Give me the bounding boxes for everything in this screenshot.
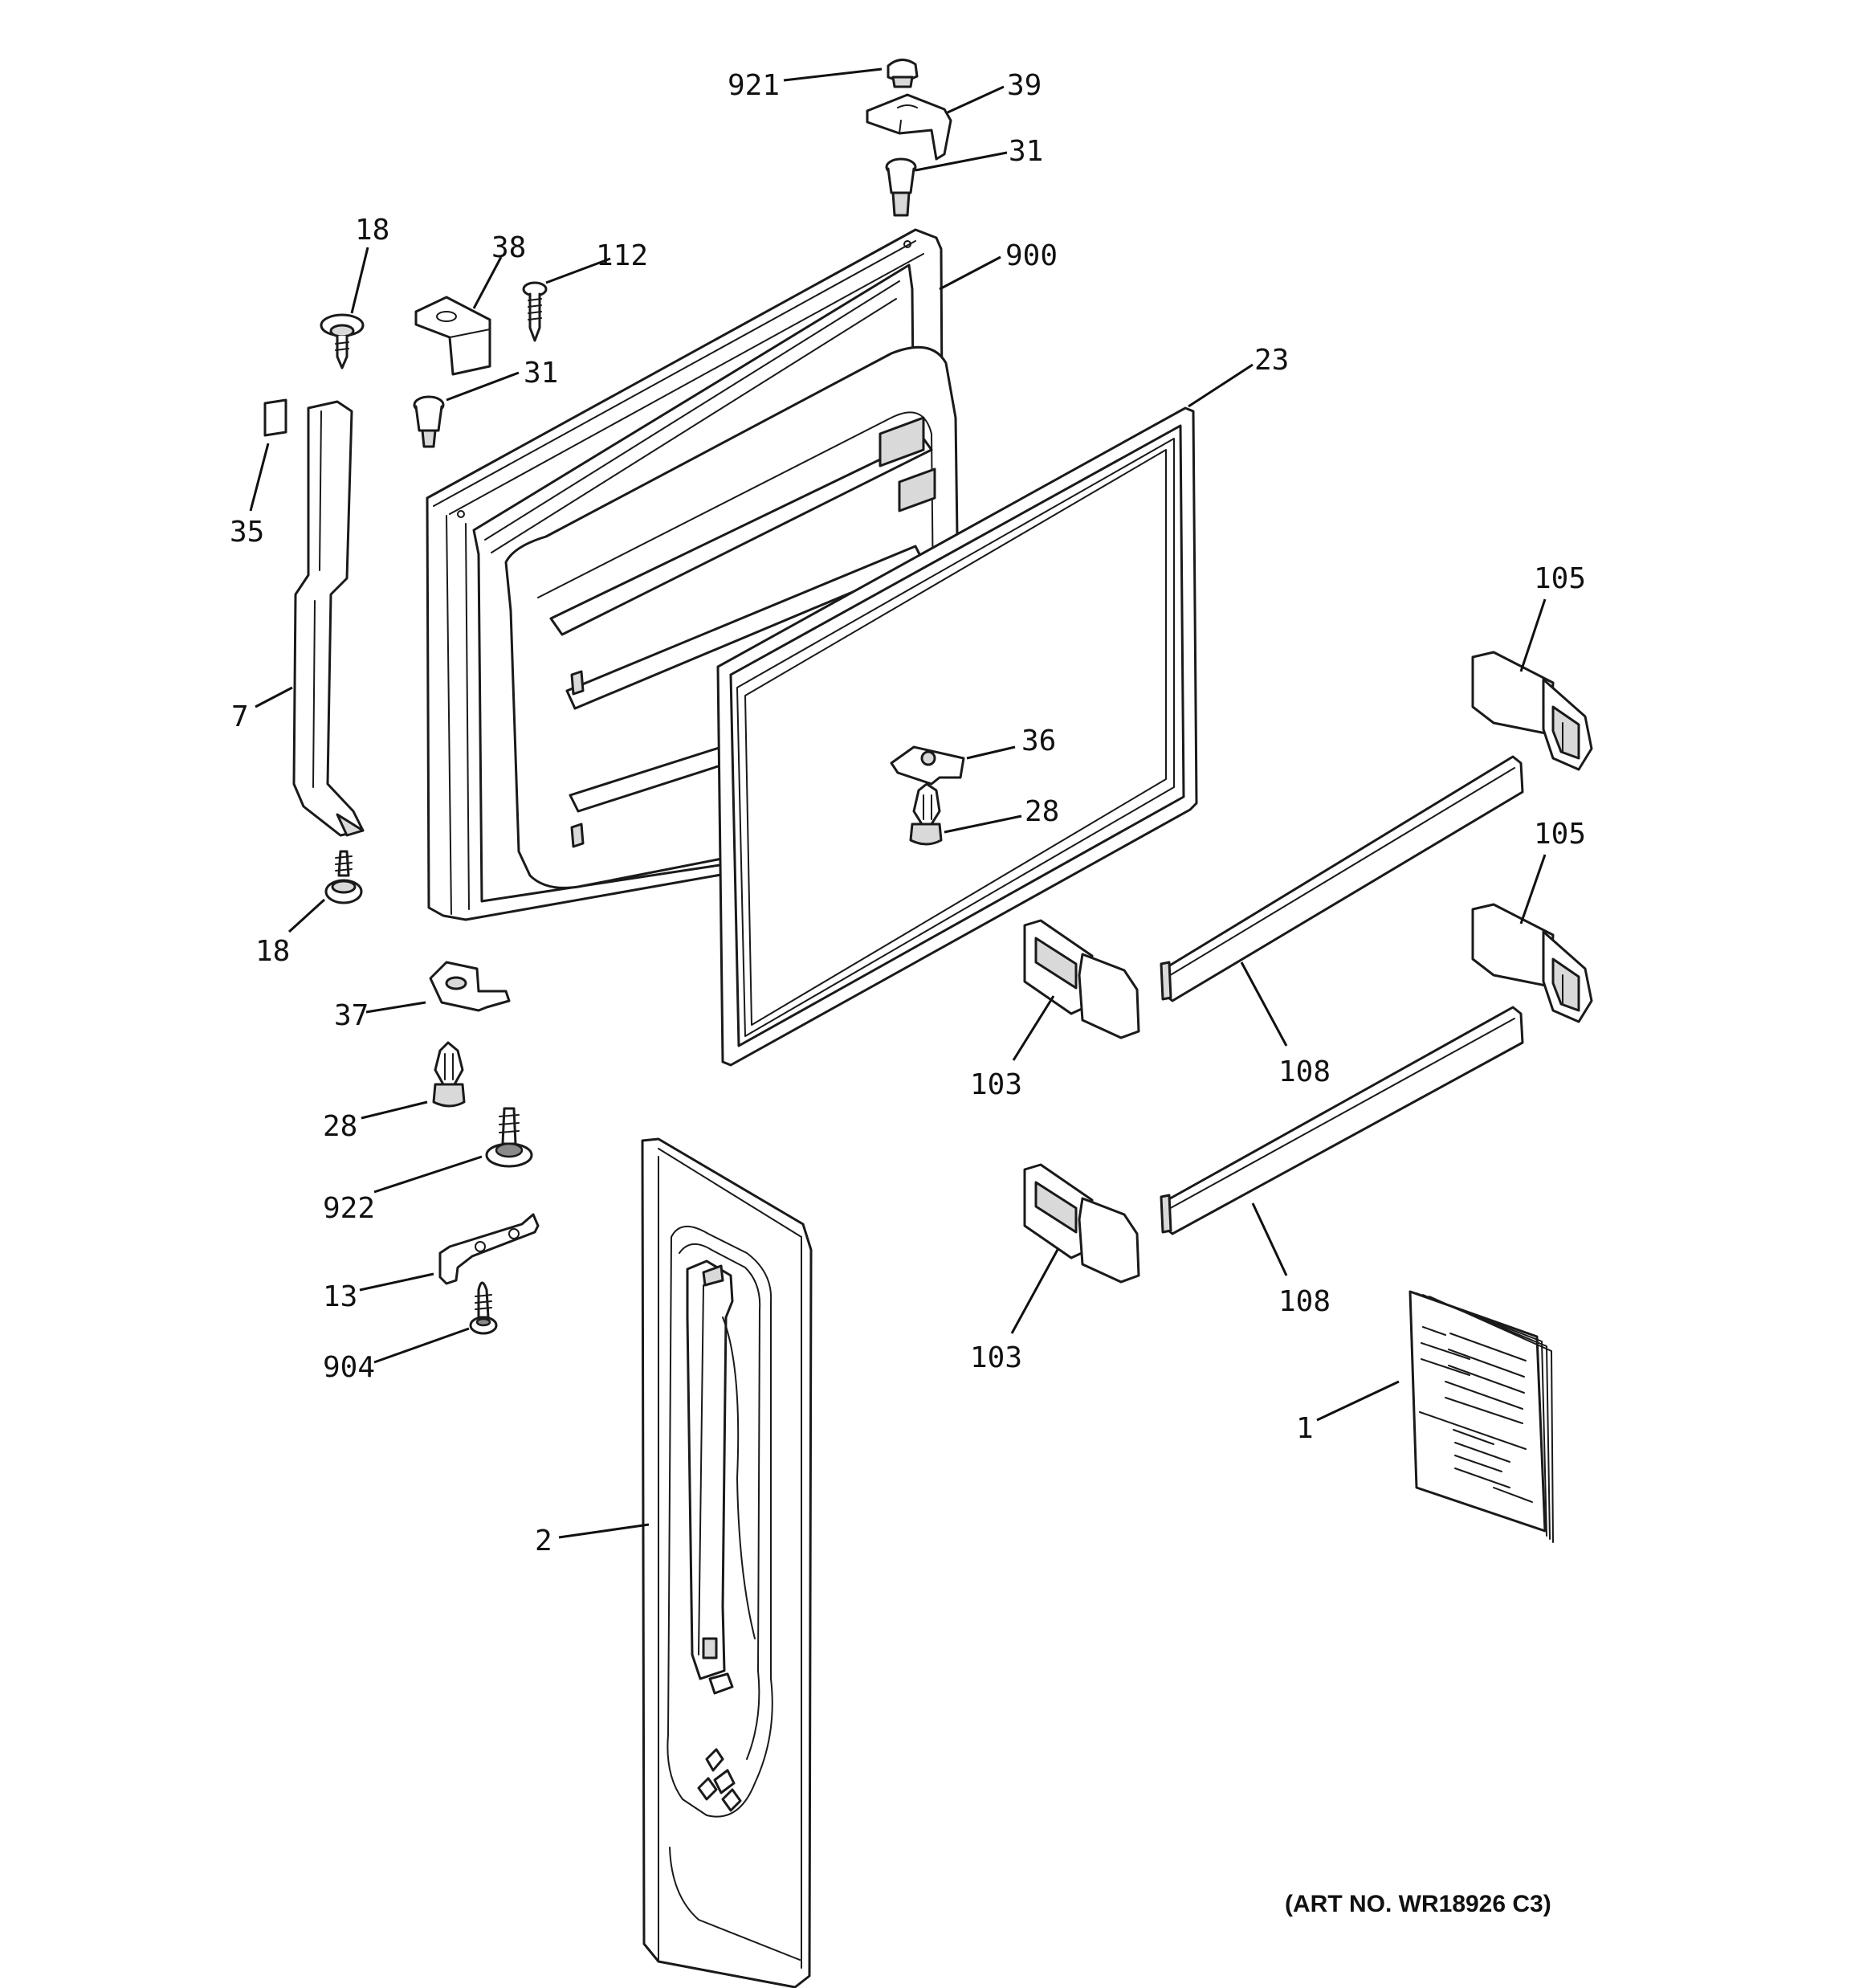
callout-900: 900: [1005, 239, 1058, 272]
part-103-end-cap-bottom: [1023, 1163, 1140, 1284]
callout-28-bottom: 28: [323, 1110, 357, 1143]
part-36-cam-plate: [890, 745, 965, 786]
callout-904: 904: [323, 1351, 375, 1384]
callout-37: 37: [334, 999, 369, 1032]
callout-23: 23: [1254, 344, 1289, 377]
callout-922: 922: [323, 1192, 375, 1225]
part-39-hinge-cover: [866, 93, 952, 161]
callout-31-top: 31: [1009, 135, 1043, 168]
part-105-end-cap-bottom: [1471, 903, 1593, 1023]
callout-36: 36: [1021, 725, 1056, 757]
part-1-manual: [1408, 1290, 1554, 1543]
part-31-bushing-top: [885, 157, 917, 217]
part-105-end-cap-top: [1471, 651, 1593, 771]
part-18-screw-bottom: [324, 850, 363, 904]
callout-35: 35: [230, 516, 264, 549]
callout-2: 2: [535, 1525, 552, 1557]
callout-103-bottom: 103: [970, 1341, 1022, 1374]
part-37-hinge-plate: [429, 961, 511, 1012]
callout-105-top: 105: [1534, 562, 1586, 595]
callout-112: 112: [596, 239, 648, 272]
callout-38: 38: [491, 231, 526, 264]
callout-28-mid: 28: [1025, 795, 1059, 828]
part-18-screw-top: [320, 313, 365, 369]
callout-13: 13: [323, 1280, 357, 1313]
callout-labels: 921 39 31 18 38 112 900 31 23 35 105 7 3…: [230, 69, 1586, 1557]
callout-103-top: 103: [970, 1068, 1022, 1101]
part-112-screw: [522, 281, 548, 342]
callout-18-bottom: 18: [255, 935, 290, 968]
callout-921: 921: [728, 69, 780, 102]
part-921-plug-button: [887, 59, 919, 88]
part-2-door: [641, 1137, 813, 1988]
part-23-door-gasket: [716, 406, 1198, 1067]
part-103-end-cap-top: [1023, 919, 1140, 1039]
leader-lines: [249, 67, 1547, 1539]
callout-39: 39: [1007, 69, 1042, 102]
callout-18-top: 18: [355, 214, 389, 247]
art-number: (ART NO. WR18926 C3): [1285, 1891, 1551, 1917]
part-31-bushing-mid: [413, 395, 445, 448]
callout-108-bottom: 108: [1278, 1285, 1331, 1318]
callout-105-bottom: 105: [1534, 818, 1586, 851]
callout-31-mid: 31: [524, 357, 558, 390]
part-108-trim-rail-top: [1160, 755, 1524, 1002]
part-28-hinge-pin-bottom: [432, 1041, 466, 1108]
part-38-hinge-bracket: [414, 296, 491, 376]
callout-7: 7: [231, 700, 249, 733]
part-28-hinge-pin-mid: [909, 782, 943, 846]
callout-1: 1: [1296, 1412, 1314, 1445]
part-13-bottom-hinge: [438, 1213, 540, 1285]
part-922-shoulder-screw: [485, 1107, 533, 1168]
part-904-screw: [469, 1281, 498, 1335]
part-7-door-handle: [292, 400, 365, 837]
part-35-label-pad: [263, 398, 287, 437]
callout-108-top: 108: [1278, 1055, 1331, 1088]
part-108-trim-rail-bottom: [1160, 1006, 1524, 1235]
